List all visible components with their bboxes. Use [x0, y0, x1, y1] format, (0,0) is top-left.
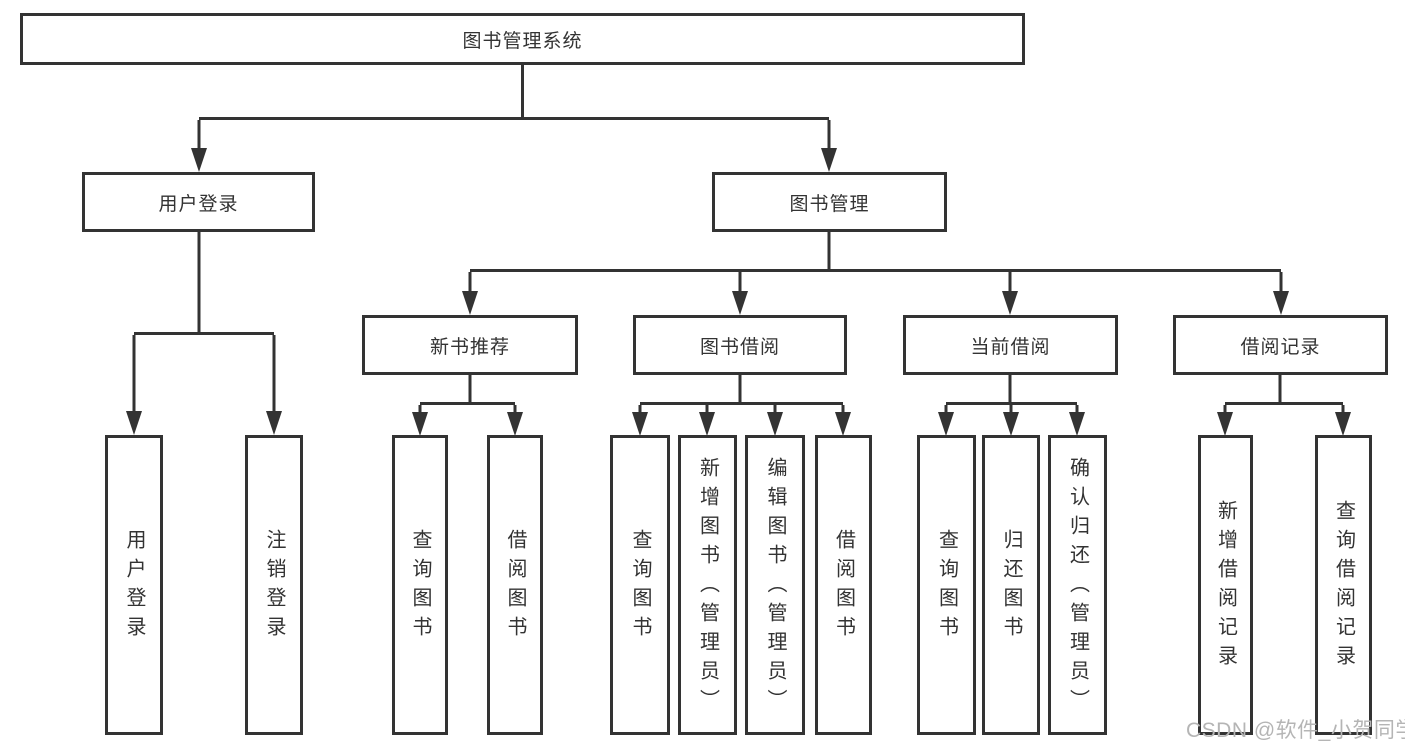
leaf-query-books-borrowing: 查询图书 — [610, 435, 670, 735]
node-user-login-label: 用户登录 — [158, 193, 239, 215]
node-borrowing-records: 借阅记录 — [1173, 315, 1388, 375]
node-book-management-label: 图书管理 — [789, 193, 870, 215]
csdn-watermark: CSDN @软件_小贺同学 — [1186, 719, 1405, 742]
node-book-borrowing-label: 图书借阅 — [699, 336, 780, 358]
leaf-confirm-return-admin: 确认归还（管理员） — [1048, 435, 1107, 735]
leaf-logout-label: 注销登录 — [263, 529, 285, 645]
leaf-add-borrow-record: 新增借阅记录 — [1198, 435, 1253, 735]
leaf-logout: 注销登录 — [245, 435, 303, 735]
leaf-add-books-admin: 新增图书（管理员） — [678, 435, 737, 735]
leaf-return-books: 归还图书 — [982, 435, 1040, 735]
leaf-edit-books-admin: 编辑图书（管理员） — [745, 435, 805, 735]
leaf-borrow-books: 借阅图书 — [815, 435, 872, 735]
leaf-query-books-borrowing-label: 查询图书 — [629, 529, 651, 645]
leaf-query-borrow-record: 查询借阅记录 — [1315, 435, 1372, 735]
leaf-query-books-recommend: 查询图书 — [392, 435, 448, 735]
leaf-borrow-books-label: 借阅图书 — [832, 529, 855, 645]
leaf-query-borrow-record-label: 查询借阅记录 — [1332, 500, 1355, 674]
leaf-confirm-return-admin-label: 确认归还（管理员） — [1066, 456, 1089, 718]
node-current-borrowing: 当前借阅 — [903, 315, 1118, 375]
leaf-add-borrow-record-label: 新增借阅记录 — [1214, 500, 1237, 674]
leaf-borrow-books-recommend: 借阅图书 — [487, 435, 543, 735]
node-borrowing-records-label: 借阅记录 — [1240, 336, 1321, 358]
node-book-management: 图书管理 — [712, 172, 947, 232]
node-current-borrowing-label: 当前借阅 — [970, 336, 1051, 358]
leaf-add-books-admin-label: 新增图书（管理员） — [696, 456, 719, 718]
node-root-label: 图书管理系统 — [462, 30, 583, 52]
node-new-book-recommendation-label: 新书推荐 — [429, 336, 510, 358]
leaf-borrow-books-recommend-label: 借阅图书 — [504, 529, 526, 645]
leaf-user-login: 用户登录 — [105, 435, 163, 735]
node-new-book-recommendation: 新书推荐 — [362, 315, 578, 375]
leaf-query-books-current: 查询图书 — [917, 435, 976, 735]
node-book-borrowing: 图书借阅 — [633, 315, 847, 375]
leaf-query-books-recommend-label: 查询图书 — [409, 529, 431, 645]
leaf-user-login-label: 用户登录 — [123, 529, 145, 645]
leaf-edit-books-admin-label: 编辑图书（管理员） — [764, 456, 786, 718]
node-user-login: 用户登录 — [82, 172, 315, 232]
leaf-return-books-label: 归还图书 — [1000, 529, 1022, 645]
node-root: 图书管理系统 — [20, 13, 1025, 65]
leaf-query-books-current-label: 查询图书 — [935, 529, 958, 645]
